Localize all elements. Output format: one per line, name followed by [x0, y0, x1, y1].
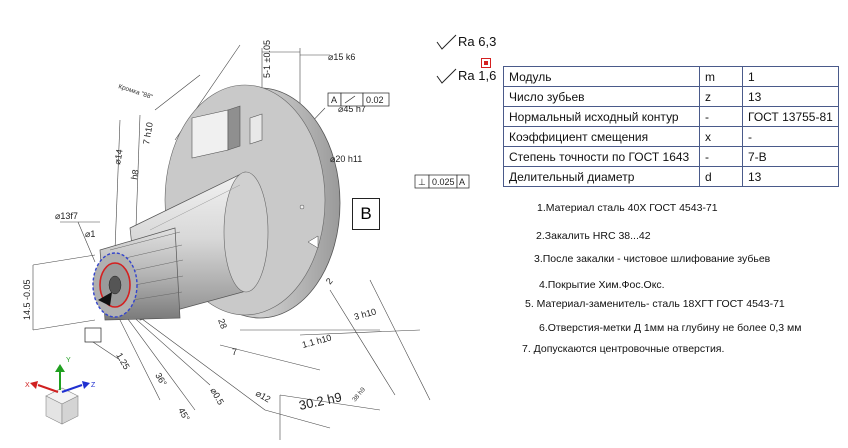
dim-28: 28: [216, 317, 229, 330]
dim-d05: ⌀0.5: [208, 386, 226, 407]
axis-y-label: Y: [66, 357, 71, 364]
gear-param-row: Нормальный исходный контур-ГОСТ 13755-81: [503, 106, 839, 127]
tolerance-frame-text: A 0.02 ⊥ 0.025 A: [331, 95, 465, 187]
param-symbol: d: [699, 166, 743, 187]
datum-b-label: B: [352, 198, 380, 230]
dim-14-5: 14.5 -0.05: [22, 279, 32, 320]
dim-30-2-h9: 30.2 h9: [298, 389, 344, 413]
dim-d15k6: ⌀15 k6: [328, 52, 355, 62]
dim-d1: ⌀1: [85, 229, 95, 239]
param-symbol: z: [699, 86, 743, 107]
roughness-check-icon: [436, 68, 457, 84]
dim-1-25: 1.25: [114, 351, 131, 371]
param-value: -: [742, 126, 839, 147]
dim-36: 36°: [153, 371, 169, 388]
param-value: 7-B: [742, 146, 839, 167]
dimension-lines: [32, 44, 431, 440]
param-value: 13: [742, 86, 839, 107]
dim-d20h11: ⌀20 h11: [330, 154, 362, 164]
note-1: 1.Материал сталь 40Х ГОСТ 4543-71: [537, 202, 718, 214]
param-name: Число зубьев: [503, 86, 700, 107]
param-name: Нормальный исходный контур: [503, 106, 700, 127]
dim-d14: ⌀14: [112, 148, 125, 165]
dim-h8: h8: [129, 169, 141, 181]
note-6: 6.Отверстия-метки Д 1мм на глубину не бо…: [539, 322, 802, 334]
dim-h10-left: 7 h10: [141, 121, 155, 145]
dim-38-h9: 38 h9: [351, 386, 367, 403]
axis-triad: X Y Z: [25, 357, 96, 425]
datum-a-frame: A: [331, 95, 337, 105]
note-5: 5. Материал-заменитель- сталь 18ХГТ ГОСТ…: [525, 298, 785, 310]
axis-z-label: Z: [91, 382, 96, 389]
roughness-local-value: Ra 1,6: [458, 68, 497, 83]
dim-2: 2: [324, 276, 335, 286]
note-7: 7. Допускаются центровочные отверстия.: [522, 343, 725, 355]
param-symbol: -: [699, 106, 743, 127]
note-4: 4.Покрытие Хим.Фос.Окс.: [539, 279, 665, 291]
perp-datum: A: [459, 177, 465, 187]
note-2: 2.Закалить HRC 38...42: [536, 230, 651, 242]
dim-45: 45°: [176, 406, 192, 423]
param-value: 13: [742, 166, 839, 187]
dim-key-width: 5-1 ±0.05: [262, 40, 272, 78]
dim-d13f7: ⌀13f7: [55, 211, 78, 221]
tolerance-frames: [84, 92, 470, 343]
param-symbol: x: [699, 126, 743, 147]
note-3: 3.После закалки - чистовое шлифование зу…: [534, 253, 771, 265]
dim-7: 7: [232, 347, 237, 357]
perp-tol: 0.025: [432, 177, 455, 187]
dim-1-1-h10: 1.1 h10: [301, 332, 333, 349]
dim-d45h7: ⌀45 h7: [338, 104, 366, 114]
perp-symbol: ⊥: [418, 177, 426, 187]
param-name: Степень точности по ГОСТ 1643: [503, 146, 700, 167]
roughness-general-value: Ra 6,3: [458, 34, 497, 49]
key-label: Кромка "88": [117, 83, 154, 101]
dim-d12: ⌀12: [254, 388, 272, 404]
param-value: 1: [742, 66, 839, 87]
gear-param-row: Степень точности по ГОСТ 1643-7-B: [503, 146, 839, 167]
param-value: ГОСТ 13755-81: [742, 106, 839, 127]
gear: [92, 227, 184, 321]
param-symbol: m: [699, 66, 743, 87]
dimension-labels: ⌀15 k6 5-1 ±0.05 ⌀45 h7 ⌀20 h11 ⌀13f7 7 …: [22, 40, 377, 423]
param-name: Коэффициент смещения: [503, 126, 700, 147]
roughness-check-icon: [436, 34, 457, 50]
param-name: Делительный диаметр: [503, 166, 700, 187]
runout-symbol: [344, 95, 356, 104]
param-name: Модуль: [503, 66, 700, 87]
axis-x-label: X: [25, 382, 30, 389]
runout-tol: 0.02: [366, 95, 384, 105]
param-symbol: -: [699, 146, 743, 167]
dim-3-h10: 3 h10: [353, 306, 377, 321]
grip-handle-icon[interactable]: [481, 58, 491, 68]
